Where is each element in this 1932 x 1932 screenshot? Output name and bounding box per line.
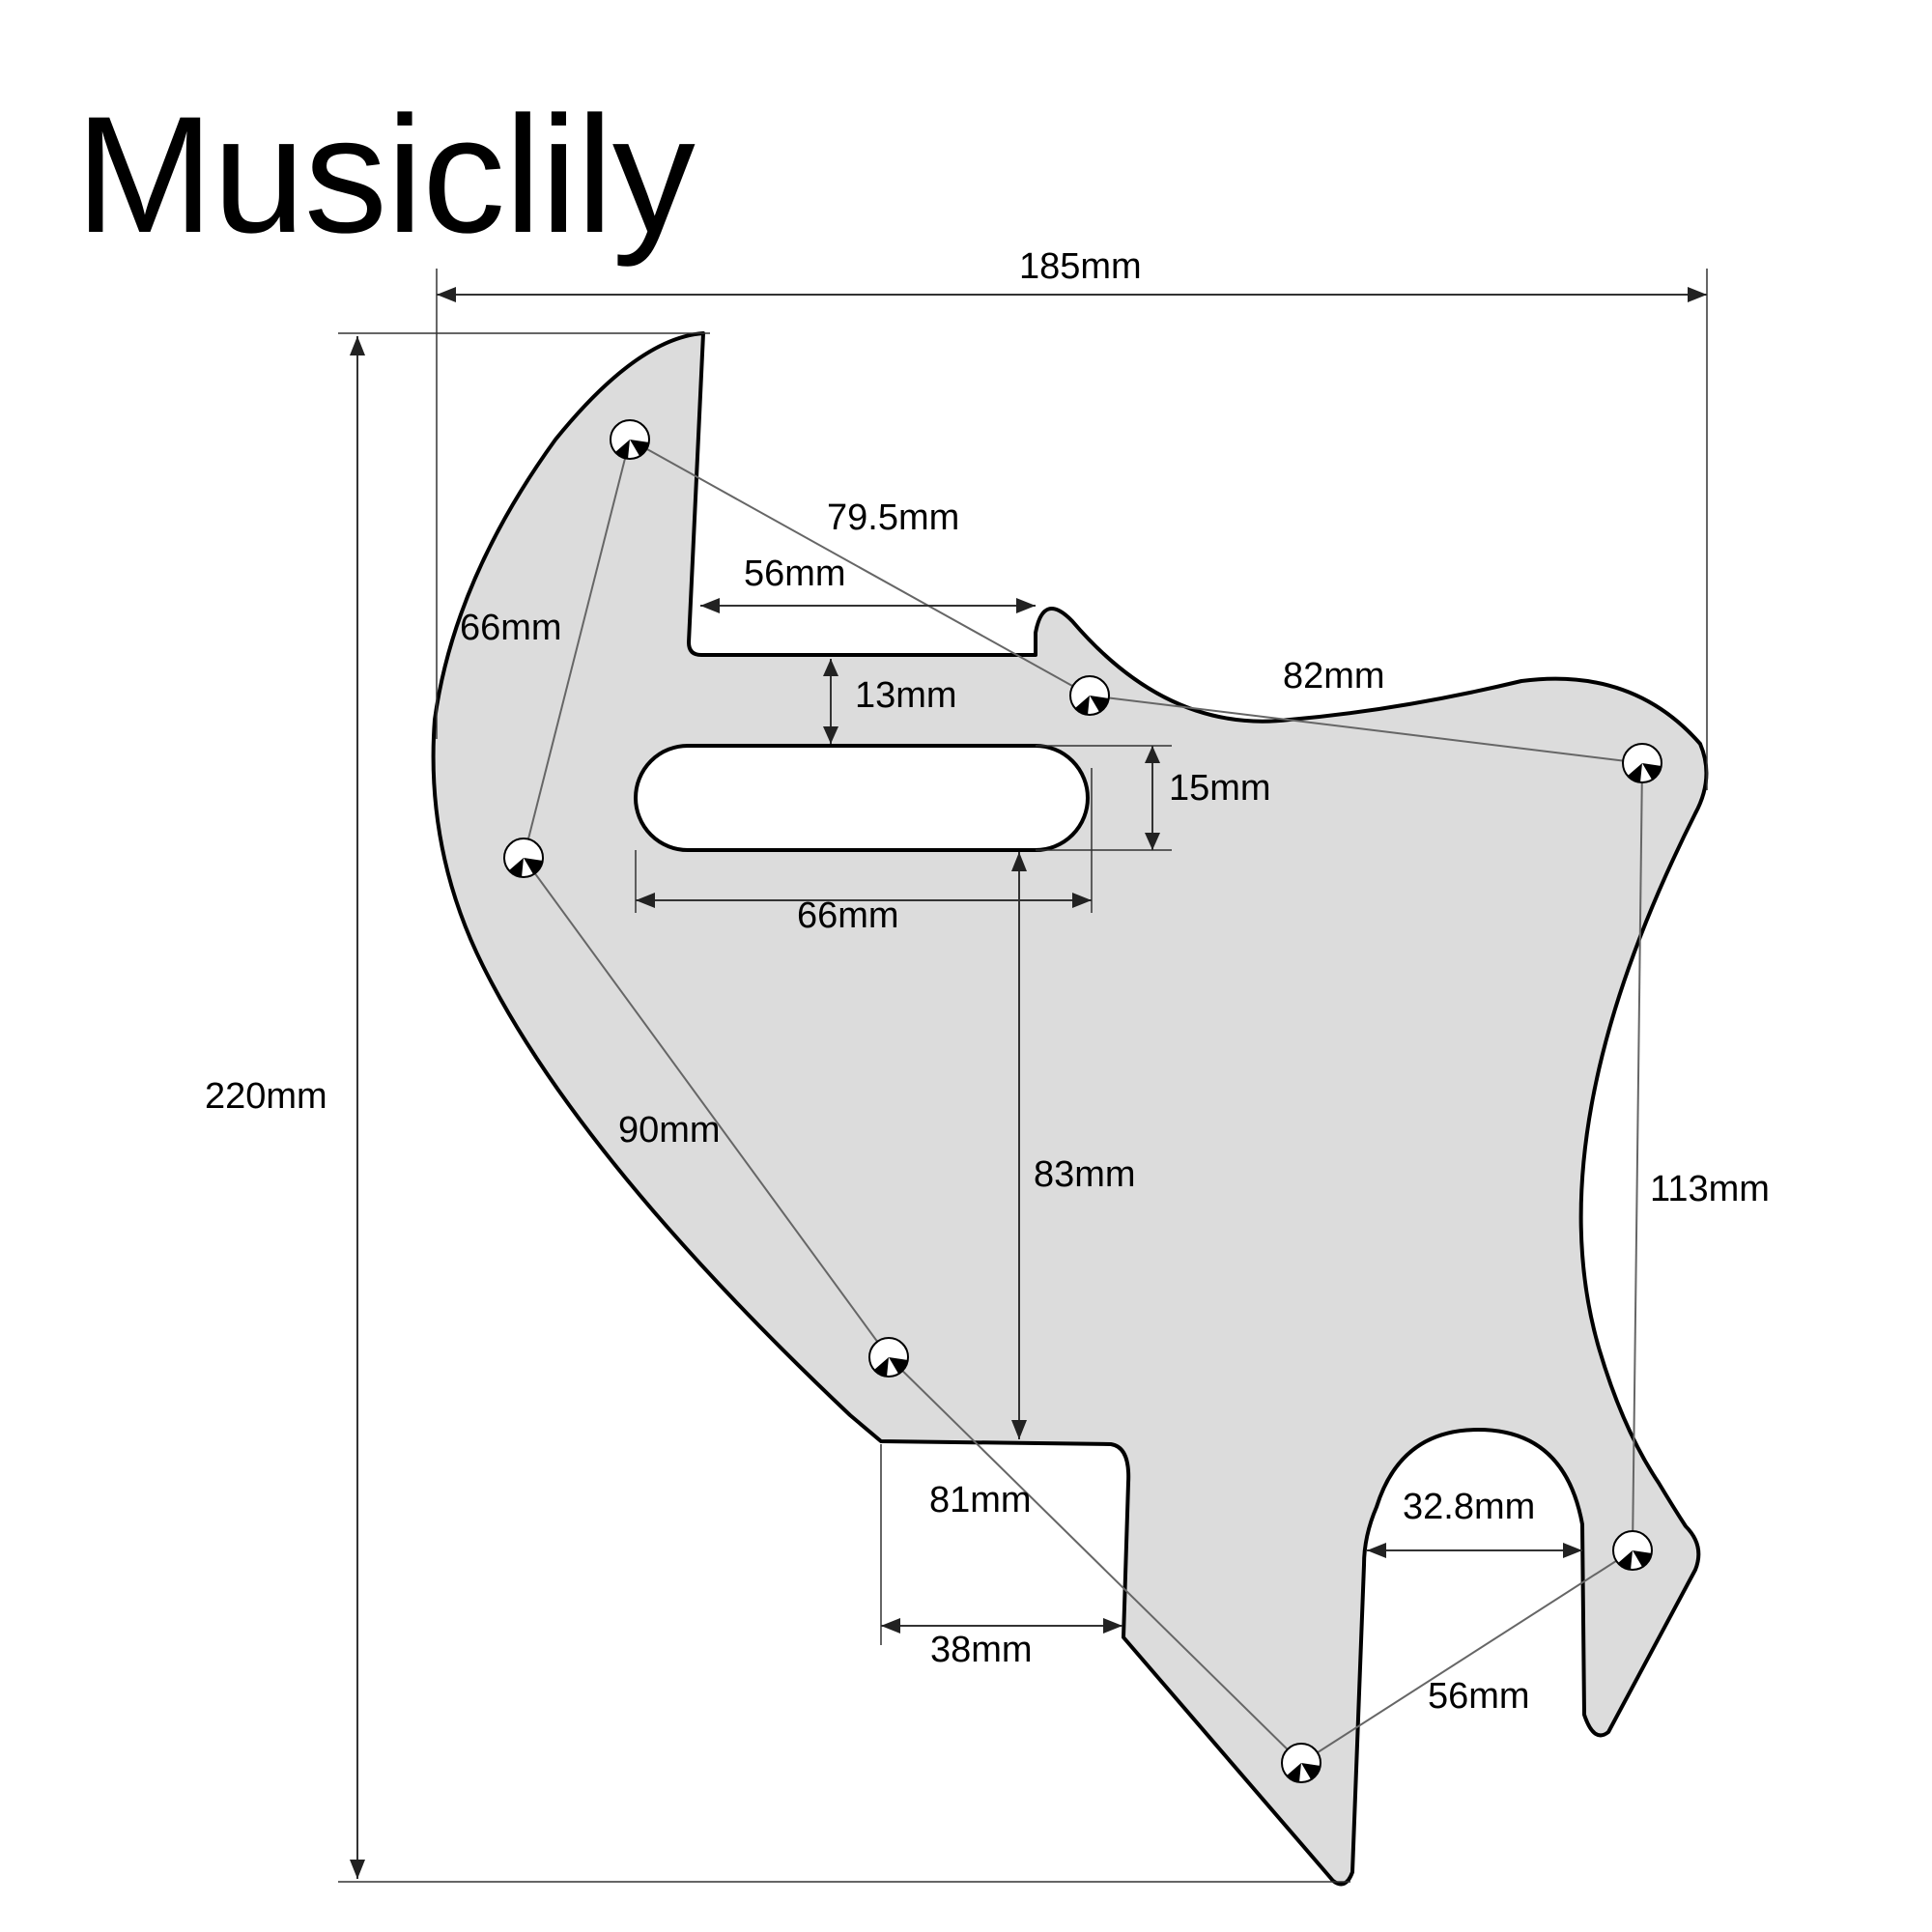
label-hole-top-left-to-left: 66mm — [460, 608, 562, 648]
label-bridge-cutout-width: 32.8mm — [1403, 1487, 1535, 1527]
label-pickup-width: 66mm — [797, 895, 899, 936]
extension-lines — [338, 269, 1708, 1883]
label-pickup-height: 15mm — [1169, 768, 1271, 809]
label-overall-height: 220mm — [205, 1076, 327, 1117]
label-hole-top-left-to-middle: 79.5mm — [827, 497, 959, 538]
label-notch-width: 56mm — [744, 554, 846, 594]
label-hole-bottom-to-lower-right: 56mm — [1428, 1676, 1530, 1717]
screw-hole-top-left — [610, 419, 650, 460]
screw-holes — [503, 419, 1662, 1783]
dimension-labels: 185mm 220mm 79.5mm 56mm 66mm 13mm 82mm 1… — [205, 246, 1770, 1717]
connector-lines — [523, 439, 1643, 1764]
screw-hole-lower — [868, 1337, 909, 1378]
label-hole-left-to-lower: 90mm — [618, 1110, 721, 1151]
screw-hole-center — [1069, 675, 1110, 716]
screw-hole-lower-right — [1612, 1530, 1653, 1571]
label-bottom-notch-width: 38mm — [930, 1630, 1033, 1670]
brand-logo-text: Musiclily — [75, 82, 696, 268]
screw-hole-left — [503, 838, 544, 878]
pickup-slot — [634, 744, 1090, 852]
label-notch-to-pickup: 13mm — [855, 675, 957, 716]
screw-hole-right — [1622, 743, 1662, 783]
dimension-lines — [350, 287, 1707, 1879]
label-hole-right-to-lower-right: 113mm — [1650, 1169, 1770, 1209]
screw-hole-bottom — [1281, 1743, 1321, 1783]
label-hole-middle-to-right: 82mm — [1283, 656, 1385, 696]
label-overall-width: 185mm — [1019, 246, 1142, 287]
label-hole-lower-to-bottom: 81mm — [929, 1480, 1032, 1520]
label-pickup-to-bottom-notch: 83mm — [1034, 1154, 1136, 1195]
pickguard-outline — [431, 331, 1709, 1887]
